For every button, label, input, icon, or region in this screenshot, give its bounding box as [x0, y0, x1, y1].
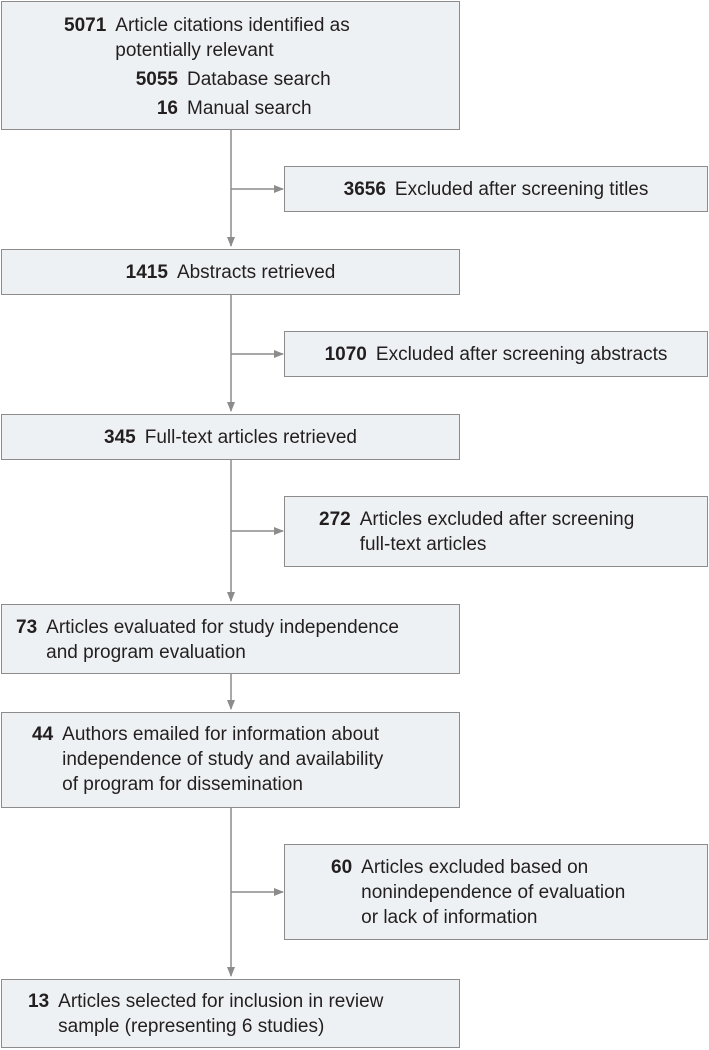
identified-label: Article citations identified as potentia…: [115, 15, 350, 61]
database-search-label: Database search: [187, 69, 331, 90]
emailed-box: 44 Authors emailed for information about…: [1, 712, 460, 808]
manual-search-count: 16: [156, 98, 178, 119]
abstracts-count: 1415: [125, 262, 168, 283]
excluded-nonindependence-box: 60 Articles excluded based on nonindepen…: [284, 844, 708, 940]
evaluated-box: 73 Articles evaluated for study independ…: [1, 604, 460, 674]
fulltext-box: 345 Full-text articles retrieved: [1, 414, 460, 460]
manual-search-label: Manual search: [187, 98, 312, 119]
abstracts-label: Abstracts retrieved: [176, 262, 336, 283]
selected-label: Articles selected for inclusion in revie…: [58, 991, 384, 1037]
excluded-nonindependence-count: 60: [331, 857, 353, 878]
identified-box: 5071 Article citations identified as pot…: [1, 1, 460, 130]
abstracts-box: 1415 Abstracts retrieved: [1, 249, 460, 295]
excluded-titles-label: Excluded after screening titles: [394, 179, 649, 200]
excluded-titles-count: 3656: [343, 179, 386, 200]
evaluated-count: 73: [16, 617, 38, 638]
excluded-fulltext-label: Articles excluded after screening full-t…: [359, 509, 635, 555]
fulltext-count: 345: [104, 427, 136, 448]
database-search-count: 5055: [135, 69, 178, 90]
emailed-label: Authors emailed for information about in…: [62, 724, 384, 795]
excluded-nonindependence-label: Articles excluded based on nonindependen…: [361, 857, 626, 928]
excluded-abstracts-label: Excluded after screening abstracts: [375, 344, 668, 365]
identified-count: 5071: [64, 15, 107, 36]
selected-box: 13 Articles selected for inclusion in re…: [1, 979, 460, 1048]
excluded-titles-box: 3656 Excluded after screening titles: [284, 166, 708, 212]
evaluated-label: Articles evaluated for study independenc…: [46, 617, 399, 663]
excluded-abstracts-box: 1070 Excluded after screening abstracts: [284, 331, 708, 377]
emailed-count: 44: [32, 724, 54, 745]
fulltext-label: Full-text articles retrieved: [144, 427, 357, 448]
excluded-fulltext-count: 272: [319, 509, 351, 530]
excluded-fulltext-box: 272 Articles excluded after screening fu…: [284, 496, 708, 567]
selected-count: 13: [28, 991, 50, 1012]
excluded-abstracts-count: 1070: [324, 344, 367, 365]
